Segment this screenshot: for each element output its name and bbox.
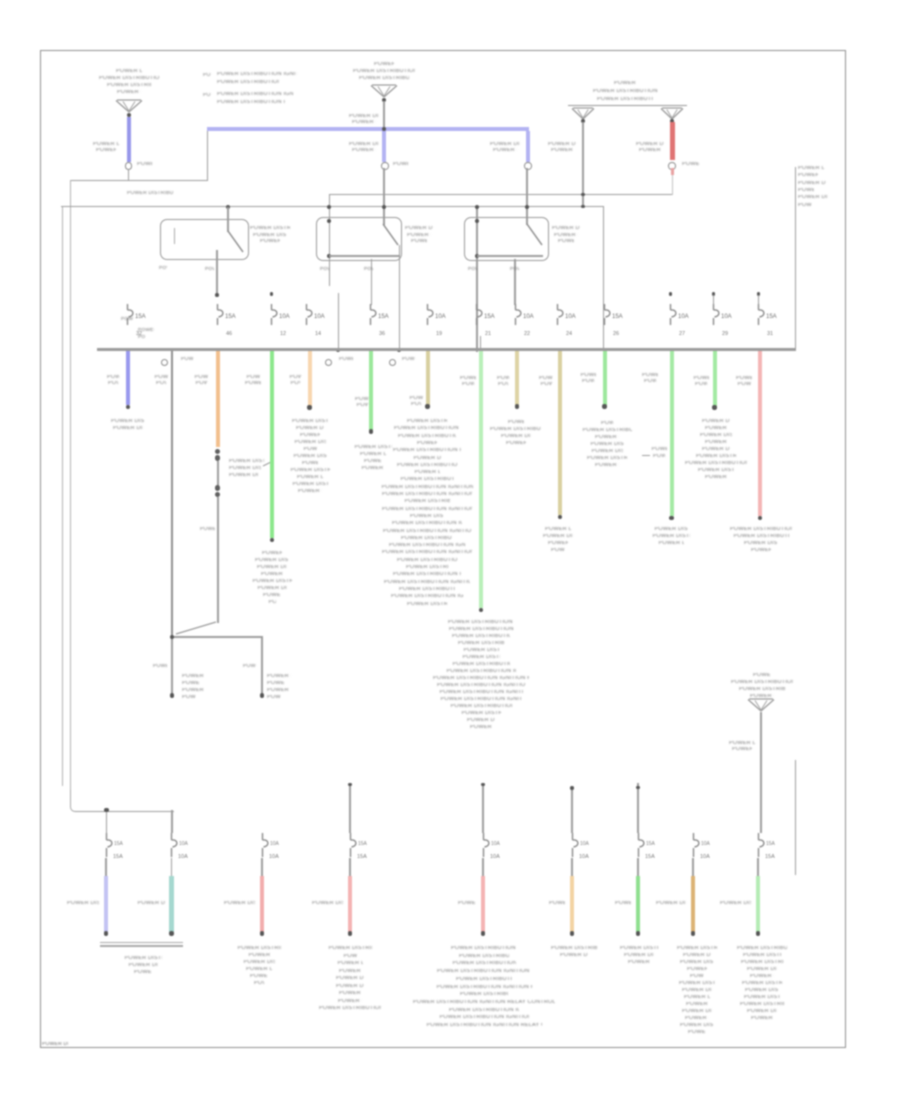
svg-text:15A: 15A xyxy=(612,314,623,320)
svg-text:21: 21 xyxy=(485,331,491,337)
svg-text:26: 26 xyxy=(613,331,619,337)
svg-text:10A: 10A xyxy=(523,314,534,320)
svg-text:15A: 15A xyxy=(645,854,655,860)
svg-text:10A: 10A xyxy=(491,841,501,847)
svg-text:15A: 15A xyxy=(766,314,777,320)
svg-text:10A: 10A xyxy=(314,314,325,320)
svg-text:10A: 10A xyxy=(678,314,689,320)
svg-text:10A: 10A xyxy=(179,841,189,847)
svg-text:10A: 10A xyxy=(565,314,576,320)
svg-text:15A: 15A xyxy=(484,314,495,320)
svg-text:24: 24 xyxy=(566,331,572,337)
svg-text:15A: 15A xyxy=(646,841,656,847)
svg-text:15A: 15A xyxy=(378,314,389,320)
svg-text:10A: 10A xyxy=(279,314,290,320)
svg-text:15A: 15A xyxy=(113,854,123,860)
svg-text:10A: 10A xyxy=(701,841,711,847)
svg-text:15A: 15A xyxy=(357,854,367,860)
svg-text:15A: 15A xyxy=(114,841,124,847)
svg-text:15A: 15A xyxy=(135,314,146,320)
svg-text:29: 29 xyxy=(722,331,728,337)
svg-text:10A: 10A xyxy=(490,854,500,860)
svg-text:32: 32 xyxy=(136,331,142,337)
svg-text:15A: 15A xyxy=(225,314,236,320)
svg-text:19: 19 xyxy=(436,331,442,337)
svg-text:10A: 10A xyxy=(270,841,280,847)
svg-text:10A: 10A xyxy=(269,854,279,860)
svg-text:36: 36 xyxy=(379,331,385,337)
svg-text:14: 14 xyxy=(315,331,321,337)
svg-text:10A: 10A xyxy=(178,854,188,860)
svg-text:10A: 10A xyxy=(721,314,732,320)
svg-text:10A: 10A xyxy=(700,854,710,860)
svg-text:15A: 15A xyxy=(766,841,776,847)
svg-text:10A: 10A xyxy=(435,314,446,320)
svg-text:46: 46 xyxy=(226,331,232,337)
svg-text:15A: 15A xyxy=(765,854,775,860)
svg-text:10A: 10A xyxy=(579,854,589,860)
svg-text:27: 27 xyxy=(679,331,685,337)
svg-text:10A: 10A xyxy=(580,841,590,847)
svg-text:15A: 15A xyxy=(358,841,368,847)
svg-text:22: 22 xyxy=(524,331,530,337)
svg-text:12: 12 xyxy=(280,331,286,337)
svg-text:31: 31 xyxy=(767,331,773,337)
